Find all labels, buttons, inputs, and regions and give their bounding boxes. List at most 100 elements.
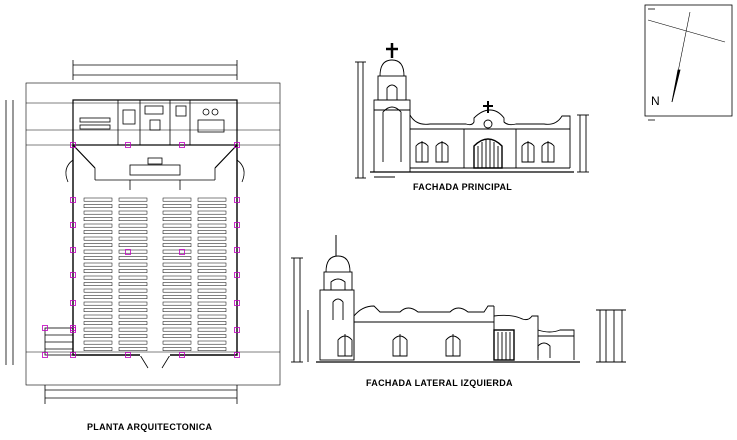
pew [197,249,227,254]
column-marker [234,197,240,203]
pew [197,269,227,273]
column-marker [42,325,48,331]
pew [162,301,192,306]
pew [162,288,192,293]
pew [118,334,148,338]
pew [162,262,192,267]
pew [118,243,148,247]
pew [162,204,192,208]
column-marker [70,222,76,228]
pew [162,347,192,351]
pew [83,217,113,221]
north-label: N [651,94,660,108]
pew [118,256,148,260]
pew [197,243,227,247]
pew [118,197,148,202]
pew [118,327,148,332]
front-elevation [355,43,589,179]
pew [118,204,148,208]
pew [197,217,227,221]
pew [118,282,148,286]
pew [197,282,227,286]
pew [162,197,192,202]
pew [118,321,148,325]
pew [83,334,113,338]
pew [197,236,227,241]
pew [83,314,113,319]
pew [118,230,148,234]
pew [118,262,148,267]
pew [197,295,227,299]
pew-rows [83,197,227,351]
side-elevation-title: FACHADA LATERAL IZQUIERDA [366,378,513,388]
pew [197,347,227,351]
column-marker [70,352,76,358]
column-marker [70,272,76,278]
side-elevation [291,235,626,363]
column-marker [234,247,240,253]
column-marker [234,300,240,306]
column-marker [125,142,131,148]
pew [197,314,227,319]
column-marker [125,352,131,358]
pew [162,217,192,221]
pew [83,308,113,312]
pew [118,217,148,221]
floor-plan [5,60,281,404]
pew [197,204,227,208]
column-marker [234,272,240,278]
column-marker [179,142,185,148]
pew [83,210,113,215]
pew [118,249,148,254]
pew [162,282,192,286]
pew [162,269,192,273]
pew [162,327,192,332]
pew [162,223,192,228]
pew [197,288,227,293]
pew [118,295,148,299]
column-marker [42,352,48,358]
pew [83,204,113,208]
pew [162,210,192,215]
north-arrow [644,4,733,121]
column-markers [42,142,240,358]
pew [118,288,148,293]
column-marker [234,222,240,228]
pew [83,347,113,351]
pew [83,262,113,267]
pew [197,327,227,332]
pew [162,256,192,260]
pew [162,295,192,299]
pew [162,236,192,241]
pew [197,197,227,202]
pew [83,269,113,273]
pew [118,314,148,319]
pew [83,236,113,241]
pew [118,210,148,215]
pew [162,334,192,338]
column-marker [234,142,240,148]
column-marker [70,142,76,148]
pew [162,340,192,345]
pew [162,243,192,247]
pew [118,301,148,306]
pew [162,308,192,312]
pew [83,275,113,280]
pew [83,256,113,260]
pew [118,275,148,280]
pew [197,301,227,306]
pew [162,230,192,234]
pew [197,334,227,338]
pew [118,308,148,312]
pew [83,340,113,345]
column-marker [70,247,76,253]
column-marker [70,325,76,331]
pew [197,275,227,280]
pew [83,249,113,254]
pew [83,282,113,286]
column-marker [179,352,185,358]
pew [83,295,113,299]
pew [83,327,113,332]
pew [118,347,148,351]
